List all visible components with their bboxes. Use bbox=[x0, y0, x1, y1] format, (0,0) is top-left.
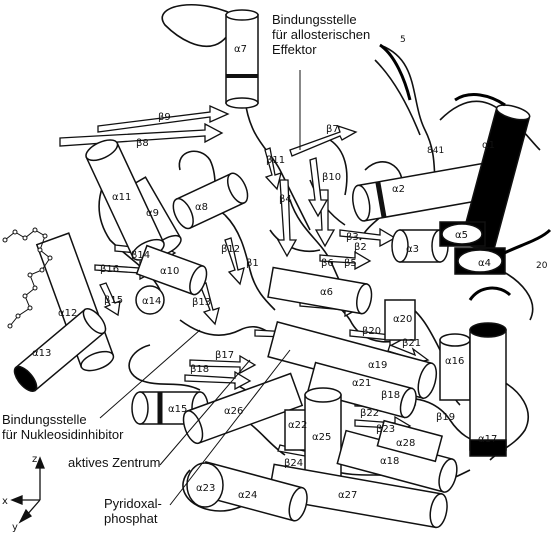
label-a27: α27 bbox=[338, 490, 357, 501]
label-a2: α2 bbox=[392, 184, 405, 195]
label-a3: α3 bbox=[406, 244, 419, 255]
label-b10: β10 bbox=[322, 172, 341, 183]
label-b23: β23 bbox=[376, 424, 395, 435]
chain-markers: 5 841 20 bbox=[400, 35, 548, 271]
label-a13: α13 bbox=[32, 348, 51, 359]
label-b16: β16 bbox=[100, 264, 119, 275]
label-a25: α25 bbox=[312, 432, 331, 443]
label-b8: β8 bbox=[136, 138, 149, 149]
label-b20: β20 bbox=[362, 326, 381, 337]
label-a20: α20 bbox=[393, 314, 412, 325]
plp-line-2: phosphat bbox=[104, 511, 158, 526]
label-b21: β21 bbox=[402, 338, 421, 349]
nucleoside-line-2: für Nukleosidinhibitor bbox=[2, 427, 124, 442]
nucleoside-ligand bbox=[2, 227, 53, 329]
label-a17: α17 bbox=[478, 434, 497, 445]
label-a21: α21 bbox=[352, 378, 371, 389]
label-a22: α22 bbox=[288, 420, 307, 431]
label-a6: α6 bbox=[320, 287, 333, 298]
axis-y-label: y bbox=[12, 522, 18, 533]
marker-20: 20 bbox=[536, 261, 548, 271]
label-b18: β18 bbox=[190, 364, 209, 375]
label-a10: α10 bbox=[160, 266, 179, 277]
label-b3: β3 bbox=[346, 232, 359, 243]
label-b17: β17 bbox=[215, 350, 234, 361]
label-b18b: β18 bbox=[381, 390, 400, 401]
label-a24: α24 bbox=[238, 490, 257, 501]
axis-z-label: z bbox=[32, 454, 37, 465]
label-a26: α26 bbox=[224, 406, 243, 417]
nucleoside-line-1: Bindungsstelle bbox=[2, 412, 87, 427]
chain-fragments bbox=[379, 43, 552, 301]
label-a15: α15 bbox=[168, 404, 187, 415]
label-a12: α12 bbox=[58, 308, 77, 319]
label-a19: α19 bbox=[368, 360, 387, 371]
label-a14: α14 bbox=[142, 296, 161, 307]
allosteric-line-3: Effektor bbox=[272, 42, 317, 57]
label-b14: β14 bbox=[131, 250, 150, 261]
label-a9: α9 bbox=[146, 208, 159, 219]
helix-labels: α1 α2 α3 α4 α5 α6 α7 α8 α9 α10 α11 α12 α… bbox=[32, 44, 497, 501]
label-b13: β13 bbox=[192, 297, 211, 308]
label-a11: α11 bbox=[112, 192, 131, 203]
label-a28: α28 bbox=[396, 438, 415, 449]
allosteric-line-2: für allosterischen bbox=[272, 27, 371, 42]
label-b5: β5 bbox=[344, 258, 357, 269]
label-a16: α16 bbox=[445, 356, 464, 367]
label-b15: β15 bbox=[104, 295, 123, 306]
label-b9: β9 bbox=[158, 112, 171, 123]
alpha-helices bbox=[13, 9, 531, 529]
label-b1: β1 bbox=[246, 258, 259, 269]
label-b6: β6 bbox=[321, 258, 334, 269]
label-b2: β2 bbox=[354, 242, 367, 253]
strand-labels: β1 β2 β3 β4 β5 β6 β7 β8 β9 β10 β11 β12 β… bbox=[100, 112, 455, 469]
coordinate-axes: z x y bbox=[2, 454, 45, 533]
label-a7: α7 bbox=[234, 44, 247, 55]
label-a1: α1 bbox=[482, 140, 495, 151]
label-a4: α4 bbox=[478, 258, 491, 269]
label-b22: β22 bbox=[360, 408, 379, 419]
label-a23: α23 bbox=[196, 483, 215, 494]
plp-line-1: Pyridoxal- bbox=[104, 496, 162, 511]
axis-x-label: x bbox=[2, 496, 8, 507]
label-a8: α8 bbox=[195, 202, 208, 213]
nucleoside-site-annotation: Bindungsstelle für Nukleosidinhibitor bbox=[2, 412, 123, 442]
label-b12: β12 bbox=[221, 244, 240, 255]
marker-5: 5 bbox=[400, 35, 406, 45]
label-b4: β4 bbox=[279, 194, 292, 205]
label-b24: β24 bbox=[284, 458, 303, 469]
label-b19: β19 bbox=[436, 412, 455, 423]
label-a18: α18 bbox=[380, 456, 399, 467]
plp-annotation: Pyridoxal- phosphat bbox=[104, 496, 162, 526]
marker-841: 841 bbox=[427, 146, 444, 156]
allosteric-site-annotation: Bindungsstelle für allosterischen Effekt… bbox=[272, 12, 370, 57]
label-b7: β7 bbox=[326, 124, 339, 135]
leader-lines bbox=[99, 70, 301, 506]
active-center-annotation: aktives Zentrum bbox=[68, 455, 161, 470]
label-a5: α5 bbox=[455, 230, 468, 241]
allosteric-line-1: Bindungsstelle bbox=[272, 12, 357, 27]
label-b11: β11 bbox=[266, 155, 285, 166]
